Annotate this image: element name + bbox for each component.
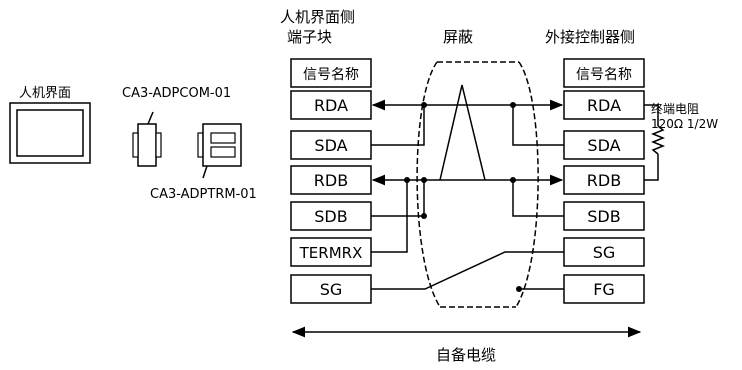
hmi-signal-rdb: RDB xyxy=(314,171,348,190)
hmi-side-header: 人机界面侧 xyxy=(280,8,355,26)
adapter-com: CA3-ADPCOM-01 xyxy=(122,86,231,167)
controller-signal-sda: SDA xyxy=(587,136,620,155)
resistor-zigzag xyxy=(650,125,666,155)
controller-terminal-sdb xyxy=(563,201,645,231)
adapter-trm: CA3-ADPTRM-01 xyxy=(150,123,257,202)
adapter-com-label: CA3-ADPCOM-01 xyxy=(122,86,231,101)
controller-signal-fg: FG xyxy=(593,280,615,299)
shield-symbol xyxy=(416,61,539,308)
hmi-terminal-block: 信号名称 RDA SDA RDB SDB TERMRX SG xyxy=(290,58,372,304)
controller-terminal-fg xyxy=(563,274,645,304)
controller-terminal-sg xyxy=(563,237,645,267)
adapter-com-body xyxy=(137,123,157,167)
hmi-screen xyxy=(16,109,84,157)
hmi-terminal-block-header: 端子块 xyxy=(287,28,332,46)
controller-signal-header: 信号名称 xyxy=(576,67,632,83)
hmi-device: 人机界面 xyxy=(9,86,91,164)
wire-ctrl-sdb xyxy=(512,180,564,217)
hmi-signal-sg: SG xyxy=(320,280,343,299)
controller-side-header: 外接控制器侧 xyxy=(545,28,635,46)
resistor-label-line2: 120Ω 1/2W xyxy=(651,117,718,131)
controller-terminal-rda xyxy=(563,90,645,120)
hmi-signal-rda: RDA xyxy=(314,96,348,115)
shield-label: 屏蔽 xyxy=(443,28,473,46)
resistor-label-line1: 终端电阻 xyxy=(651,101,699,116)
controller-terminal-sda xyxy=(563,130,645,160)
hmi-signal-sdb: SDB xyxy=(314,207,347,226)
wire-hmi-sda xyxy=(371,105,425,146)
hmi-terminal-rdb xyxy=(290,165,372,195)
wire-sg xyxy=(371,251,564,290)
hmi-signal-sda: SDA xyxy=(314,136,347,155)
wire-resistor-bottom xyxy=(644,154,659,181)
adapter-trm-body xyxy=(202,123,242,167)
junction-dots xyxy=(404,102,522,292)
hmi-signal-header-cell xyxy=(290,58,372,88)
controller-signal-rda: RDA xyxy=(587,96,621,115)
controller-signal-sg: SG xyxy=(593,243,616,262)
controller-signal-header-cell xyxy=(563,58,645,88)
wire-hmi-sdb xyxy=(371,180,425,217)
hmi-terminal-sda xyxy=(290,130,372,160)
hmi-terminal-sdb xyxy=(290,201,372,231)
controller-signal-sdb: SDB xyxy=(587,207,620,226)
controller-signal-rdb: RDB xyxy=(587,171,621,190)
hmi-signal-termrx: TERMRX xyxy=(299,244,363,262)
controller-terminal-block: 信号名称 RDA SDA RDB SDB SG FG xyxy=(563,58,645,304)
adapter-trm-label: CA3-ADPTRM-01 xyxy=(150,187,257,202)
hmi-terminal-rda xyxy=(290,90,372,120)
cable-label: 自备电缆 xyxy=(436,346,496,364)
hmi-label: 人机界面 xyxy=(19,86,71,101)
wiring xyxy=(371,84,666,290)
twisted-pair xyxy=(439,84,486,181)
hmi-terminal-sg xyxy=(290,274,372,304)
hmi-terminal-termrx xyxy=(290,237,372,267)
wire-hmi-termrx xyxy=(371,180,408,253)
wire-ctrl-sda xyxy=(512,105,564,146)
wire-resistor-top xyxy=(644,104,659,126)
hmi-signal-header: 信号名称 xyxy=(303,67,359,83)
